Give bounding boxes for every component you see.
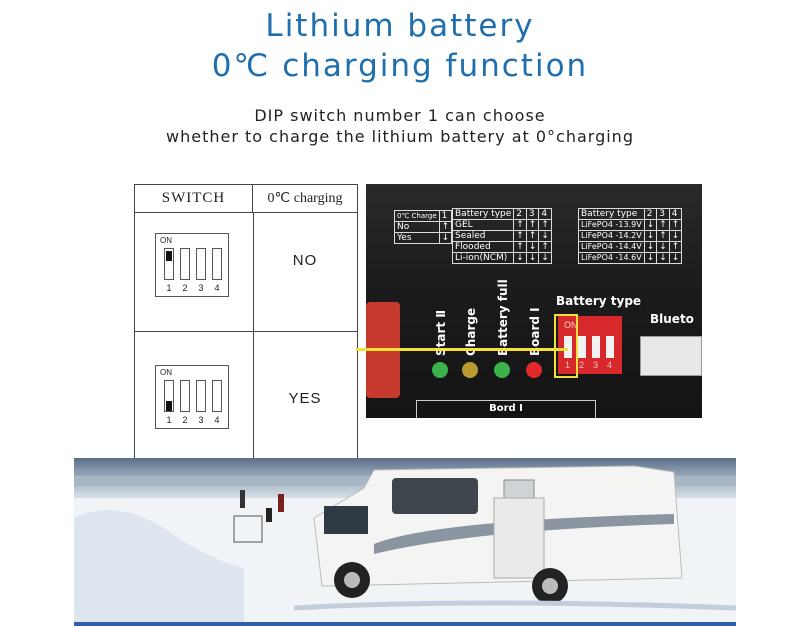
dip-slot-1	[164, 248, 174, 280]
bottom-bar	[74, 622, 736, 626]
battery-row: Li-ion(NCM)	[451, 252, 515, 264]
table-head: 2	[643, 208, 658, 220]
table-head: Battery type	[451, 208, 515, 220]
dip-slot-3	[196, 380, 206, 412]
dip-number: 1	[166, 415, 172, 425]
bluetooth-connector	[640, 336, 702, 376]
led-label-battery-full: Battery full	[496, 279, 510, 356]
table-divider-vertical	[253, 213, 254, 465]
table-head: 3	[525, 208, 540, 220]
battery-row: LiFePO4 -14.6V	[578, 252, 645, 264]
dip-on-label: ON	[564, 320, 578, 330]
highlight-box	[554, 314, 578, 378]
rv-winter-photo	[74, 458, 736, 626]
dip-number: 2	[182, 415, 188, 425]
dip-on-label: ON	[160, 368, 172, 377]
charging-column-header: 0℃ charging	[253, 185, 357, 213]
battery-row: Flooded	[451, 241, 515, 253]
battery-type-table-2: Battery type 2 3 4 LiFePO4 -13.9V↓↑↑ LiF…	[578, 208, 683, 264]
page-title-line2: 0℃ charging function	[211, 48, 589, 84]
dip-key-2	[578, 336, 586, 358]
dip-number: 1	[166, 283, 172, 293]
rv-hubcap	[344, 572, 360, 588]
dip-slot-2	[180, 380, 190, 412]
charge-no: No	[394, 221, 440, 233]
battery-type-table-1: Battery type 2 3 4 GEL↑↑↑ Sealed↑↑↓ Floo…	[451, 208, 552, 264]
switch-table: SWITCH 0℃ charging ON 1 2 3 4 NO ON 1 2 …	[134, 184, 358, 466]
battery-row: GEL	[451, 219, 515, 231]
table-head: Battery type	[578, 208, 645, 220]
dip-knob-down	[166, 401, 172, 411]
dip-switch-diagram-on: ON 1 2 3 4	[155, 365, 229, 429]
table-divider-horizontal	[135, 331, 357, 332]
table-head: 4	[538, 208, 552, 220]
battery-row: LiFePO4 -14.4V	[578, 241, 645, 253]
pointer-line	[356, 348, 568, 351]
charge-num: 1	[438, 210, 453, 222]
dip-knob-up	[166, 251, 172, 261]
rv-door	[493, 497, 545, 579]
dip-number: 4	[607, 360, 613, 370]
dip-switch-diagram-off: ON 1 2 3 4	[155, 233, 229, 297]
rv-hubcap	[542, 578, 558, 594]
dip-number: 4	[214, 415, 220, 425]
dip-key-3	[592, 336, 600, 358]
rv-cab-window	[324, 506, 368, 534]
dip-number: 2	[579, 360, 585, 370]
table-head: 3	[656, 208, 670, 220]
dip-key-4	[606, 336, 614, 358]
table-head: 4	[668, 208, 683, 220]
switch-column-header: SWITCH	[135, 185, 253, 213]
charge-yes: Yes	[394, 232, 440, 244]
dip-number: 2	[182, 283, 188, 293]
page-title-line1: Lithium battery	[265, 8, 535, 44]
dip-number: 1	[565, 360, 571, 370]
dip-slot-1	[164, 380, 174, 412]
battery-row: LiFePO4 -13.9V	[578, 219, 645, 231]
rv-window	[392, 478, 478, 514]
led-red	[526, 362, 542, 378]
dip-number: 3	[198, 283, 204, 293]
dip-number: 3	[198, 415, 204, 425]
charge-head: 0℃ Charge	[394, 210, 440, 222]
dip-number: 3	[593, 360, 599, 370]
dip-key-1	[564, 336, 572, 358]
person	[240, 490, 245, 508]
led-yellow	[462, 362, 478, 378]
subtitle-line1: DIP switch number 1 can choose	[254, 106, 546, 125]
dip-on-label: ON	[160, 236, 172, 245]
red-dip-switch: ON 1 2 3 4	[558, 316, 622, 374]
connector-label: Blueto	[650, 312, 694, 326]
person	[266, 508, 272, 522]
snow-drift	[74, 510, 244, 626]
led-green	[432, 362, 448, 378]
board-label: Bord Ⅰ	[416, 400, 596, 418]
battery-row: LiFePO4 -14.2V	[578, 230, 645, 242]
dip-slot-2	[180, 248, 190, 280]
rv-scene-illustration	[74, 465, 736, 626]
dip-title: Battery type	[556, 294, 642, 308]
table-head: 2	[513, 208, 527, 220]
dip-slot-4	[212, 380, 222, 412]
rv-stripe	[374, 514, 674, 554]
arrow-down-icon: ↓	[438, 232, 453, 244]
dip-slot-4	[212, 248, 222, 280]
battery-row: Sealed	[451, 230, 515, 242]
charging-value-yes: YES	[288, 390, 322, 407]
rv-vent	[503, 479, 535, 501]
arrow-up-icon: ↑	[438, 221, 453, 233]
subtitle-line2: whether to charge the lithium battery at…	[166, 127, 634, 146]
dip-number: 4	[214, 283, 220, 293]
charging-value-no: NO	[292, 252, 318, 269]
tire-track	[293, 600, 736, 611]
hockey-net	[233, 515, 263, 543]
person	[278, 494, 284, 512]
dip-slot-3	[196, 248, 206, 280]
led-green	[494, 362, 510, 378]
